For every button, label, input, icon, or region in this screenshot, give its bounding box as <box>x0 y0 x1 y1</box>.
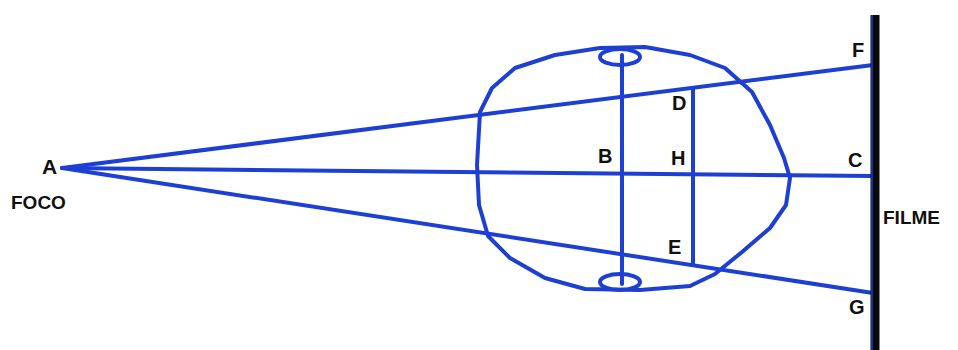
point-label: E <box>667 237 682 257</box>
ear-bottom <box>600 274 640 290</box>
axis-line <box>620 55 624 284</box>
ear-top <box>600 49 640 65</box>
film-label: FILME <box>882 208 941 227</box>
point-label: G <box>848 297 866 317</box>
point-label: F <box>851 40 865 60</box>
film-edge <box>871 15 873 350</box>
ray-upper <box>62 65 873 168</box>
point-label: D <box>671 93 687 113</box>
segment-de <box>691 88 695 265</box>
point-label: C <box>847 150 863 170</box>
point-label: A <box>41 156 58 177</box>
film-bar <box>871 15 880 350</box>
ray-lower <box>62 168 873 293</box>
point-label: H <box>670 148 686 168</box>
focus-label: FOCO <box>10 193 67 212</box>
point-label: B <box>597 146 613 166</box>
ray-center <box>62 168 873 176</box>
